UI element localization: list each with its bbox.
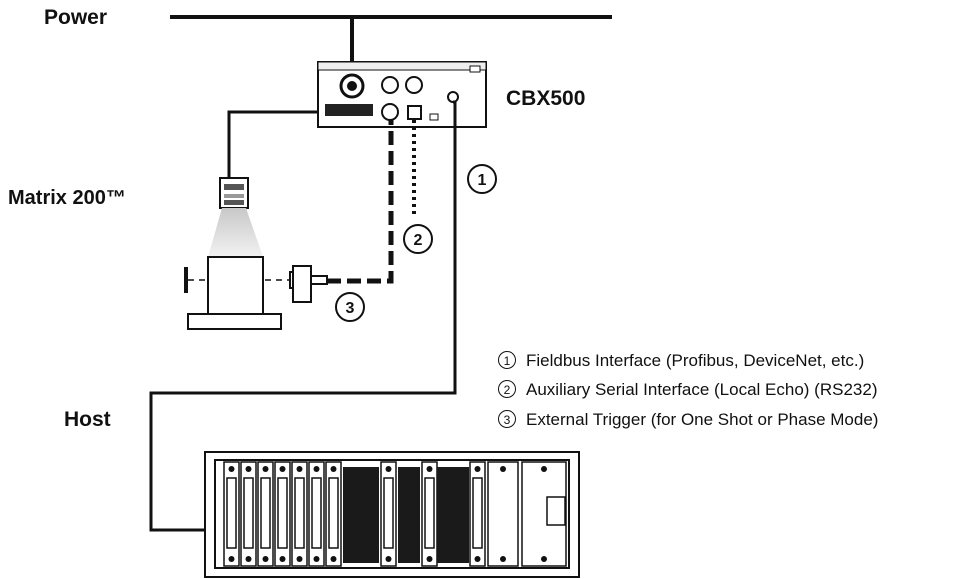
cbx500-label: CBX500 xyxy=(506,87,586,110)
marker-3-number: 3 xyxy=(346,300,355,317)
rack-card-screw xyxy=(385,556,392,562)
rack-card-connector xyxy=(424,477,435,549)
rack-card-screw xyxy=(262,466,269,472)
trigger-sensor xyxy=(289,265,328,303)
matrix-200-label: Matrix 200™ xyxy=(8,187,126,209)
rack-card-screw xyxy=(474,466,481,472)
rack-card-screw xyxy=(296,466,303,472)
marker-2 xyxy=(403,224,433,254)
rack-card-connector xyxy=(311,477,322,549)
rack-card-screw xyxy=(541,556,547,562)
rack-card-screw xyxy=(228,466,235,472)
rack-card-screw xyxy=(426,556,433,562)
matrix-cable xyxy=(227,110,318,178)
matrix-200-reader xyxy=(219,177,249,209)
rack-card-connector xyxy=(294,477,305,549)
rack-blank-module xyxy=(343,467,379,563)
rack-card-connector xyxy=(260,477,271,549)
host-rack xyxy=(204,451,580,578)
rack-card-screw xyxy=(500,556,506,562)
cbx500-box xyxy=(317,61,487,128)
rack-card-connector xyxy=(277,477,288,549)
rack-display xyxy=(546,496,566,526)
rack-card-screw xyxy=(500,466,506,472)
power-label: Power xyxy=(44,6,108,29)
fieldbus-cable xyxy=(149,100,457,532)
marker-3 xyxy=(335,292,365,322)
rack-card-screw xyxy=(330,466,337,472)
marker-2-number: 2 xyxy=(414,232,423,249)
rack-card-screw xyxy=(228,556,235,562)
rack-card-screw xyxy=(426,466,433,472)
rack-card-connector xyxy=(383,477,394,549)
rack-card-screw xyxy=(262,556,269,562)
reader-light-beam xyxy=(208,208,263,257)
rack-card-screw xyxy=(245,466,252,472)
rack-card-screw xyxy=(279,466,286,472)
rack-plain-panel xyxy=(487,461,519,567)
rack-card-screw xyxy=(245,556,252,562)
rack-blank-module xyxy=(398,467,420,563)
external-trigger-cable xyxy=(327,120,394,284)
rack-card-screw xyxy=(296,556,303,562)
marker-1-number: 1 xyxy=(478,172,487,189)
rack-card-connector xyxy=(328,477,339,549)
rack-card-screw xyxy=(279,556,286,562)
rack-card-screw xyxy=(330,556,337,562)
rack-card-screw xyxy=(313,466,320,472)
rack-card-screw xyxy=(385,466,392,472)
rack-blank-module xyxy=(437,467,469,563)
rack-card-connector xyxy=(226,477,237,549)
rack-card-connector xyxy=(472,477,483,549)
marker-1 xyxy=(467,164,497,194)
rack-card-screw xyxy=(541,466,547,472)
rack-card-connector xyxy=(243,477,254,549)
host-label: Host xyxy=(64,408,111,431)
rack-card-screw xyxy=(474,556,481,562)
rack-card-screw xyxy=(313,556,320,562)
target-object xyxy=(184,256,302,330)
